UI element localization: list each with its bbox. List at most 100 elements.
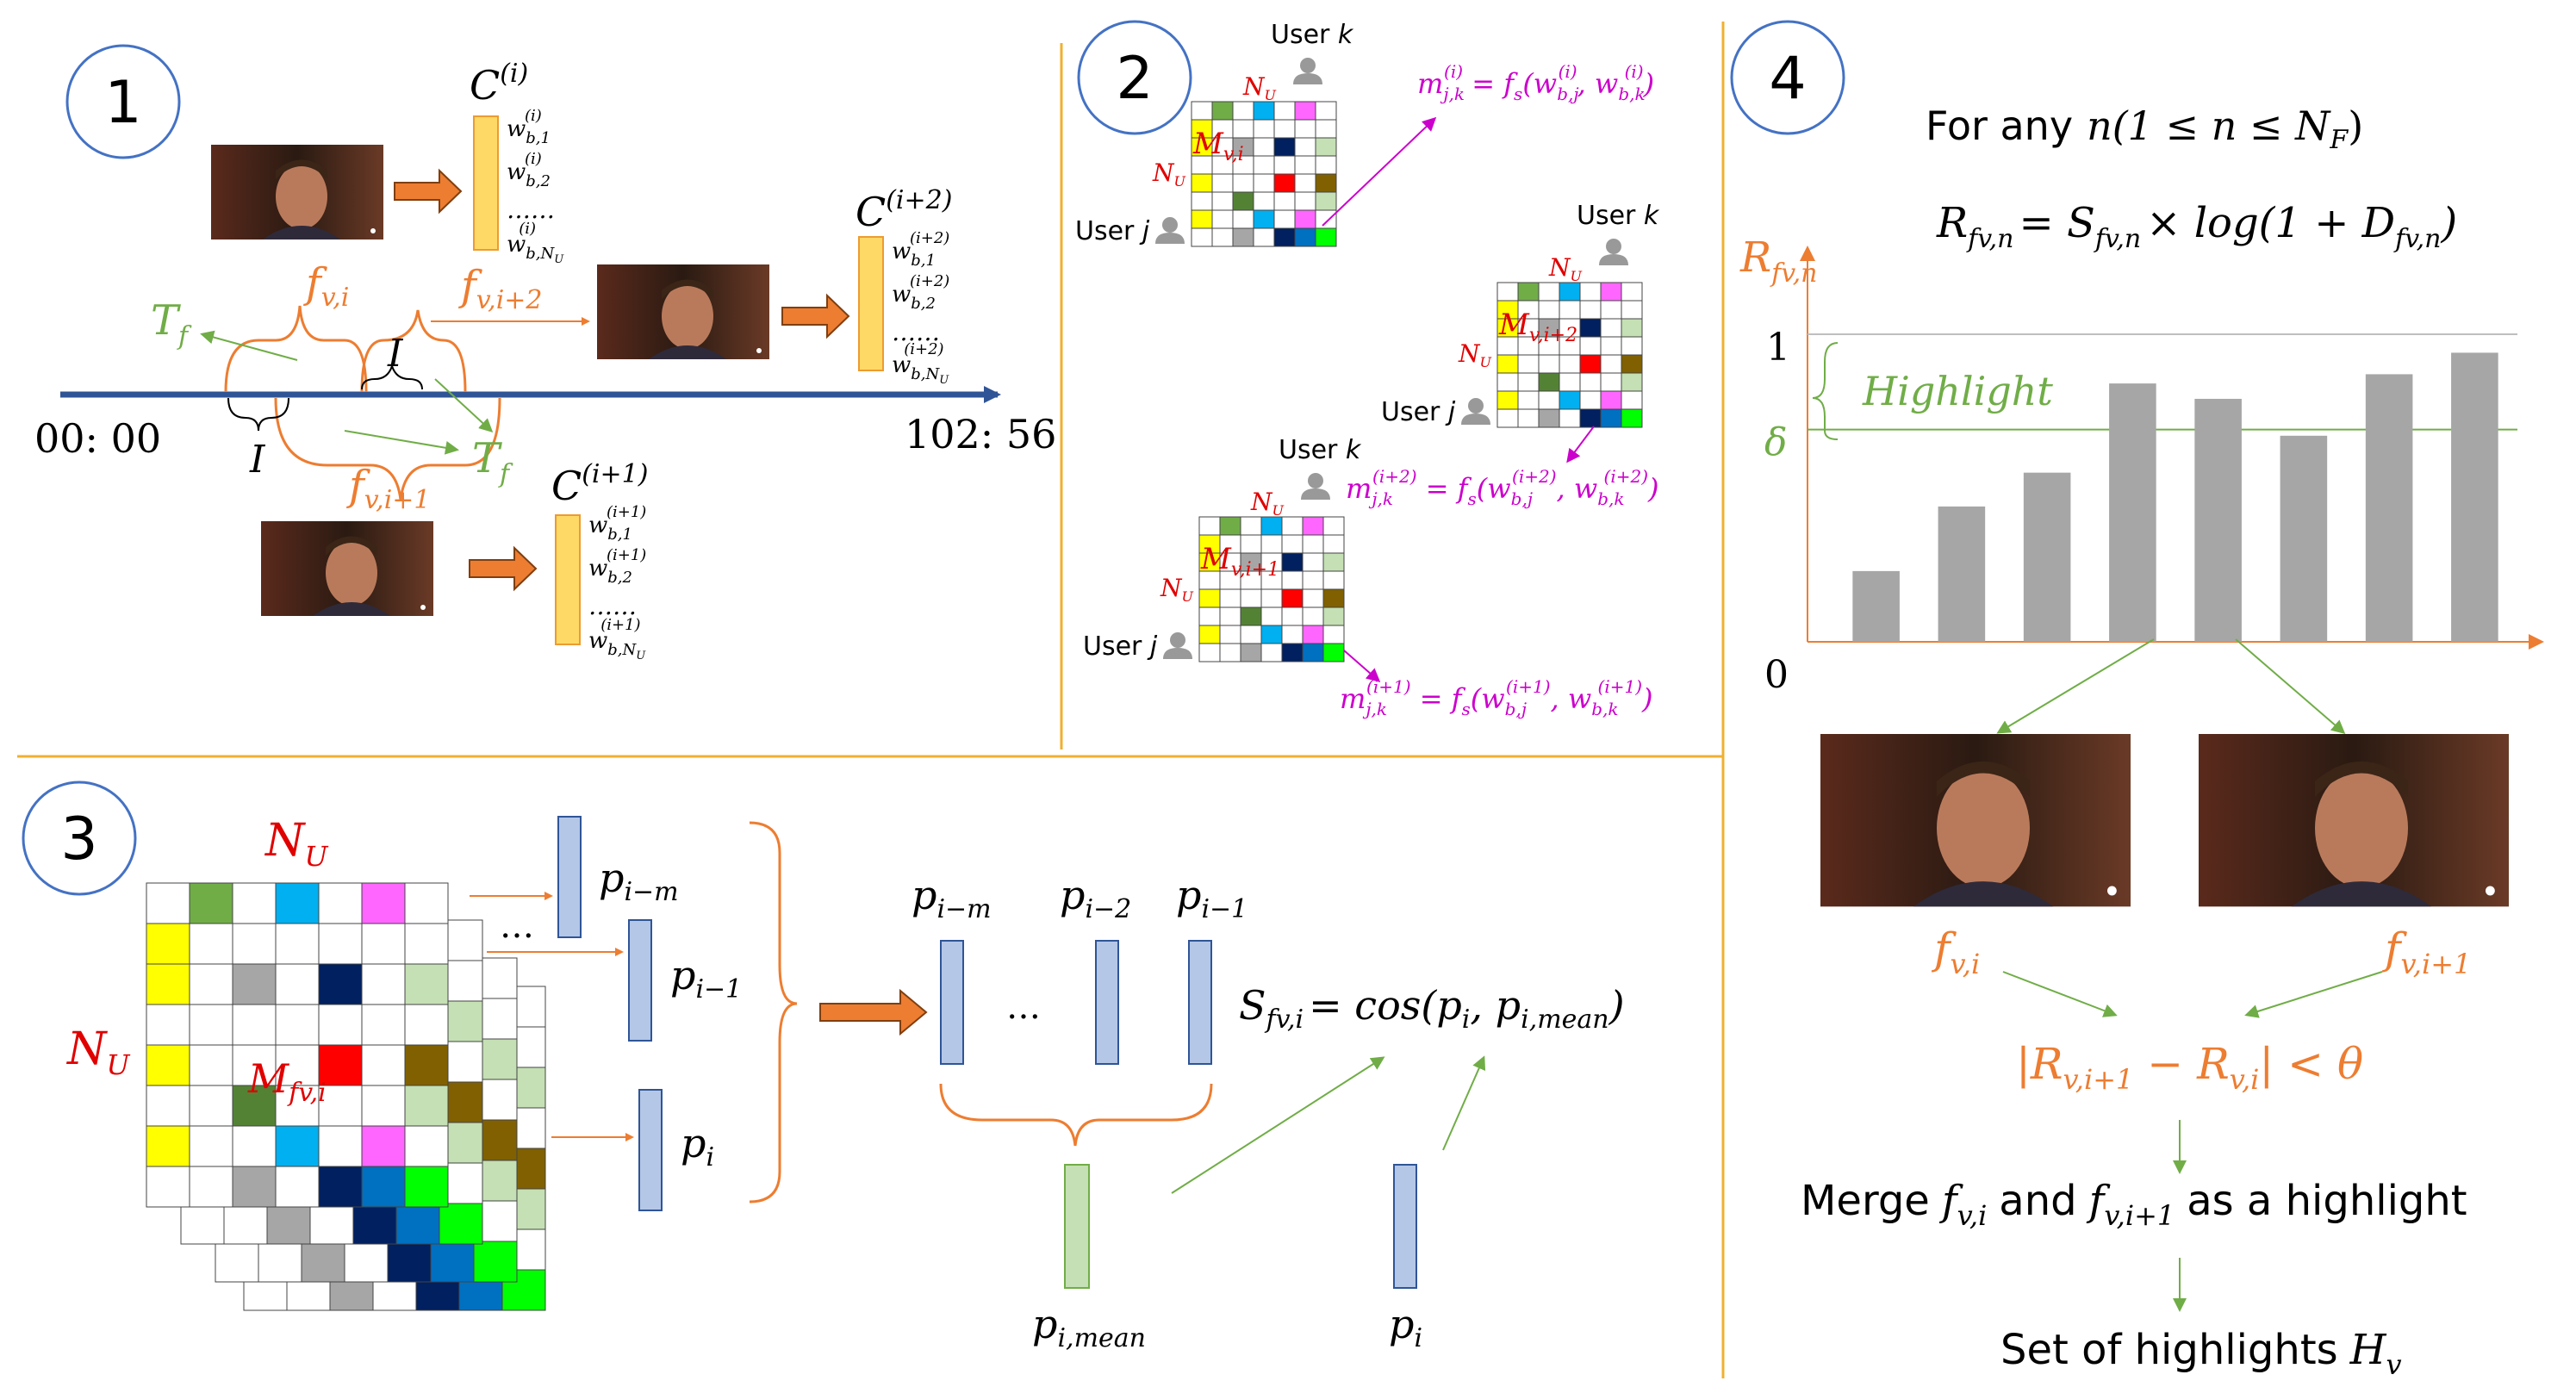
vector-p-i-left bbox=[638, 1089, 663, 1211]
highlight-brace bbox=[1812, 342, 1839, 440]
label-fvi-p4: fv,i bbox=[1931, 924, 1980, 980]
column-vector-i2 bbox=[858, 236, 884, 371]
chart-bar bbox=[1852, 570, 1900, 642]
chart-y-label: Rfv,n bbox=[1739, 233, 1818, 289]
bar-chart bbox=[1800, 246, 2544, 650]
arrow-Tf-lower bbox=[344, 430, 459, 455]
svg-text:wb,NU(i+2): wb,NU(i+2) bbox=[892, 340, 949, 387]
label-p-i-2-right: pi−2 bbox=[1060, 872, 1131, 924]
vector-p-i-1-left bbox=[628, 919, 652, 1042]
label-fvi2: fv,i+2 bbox=[458, 262, 543, 315]
svg-text:wb,1(i+1): wb,1(i+1) bbox=[588, 503, 646, 544]
vector-p-i-2-right bbox=[1095, 940, 1119, 1065]
brace-mean bbox=[939, 1083, 1213, 1147]
column-vector-i bbox=[473, 115, 499, 251]
svg-text:……: …… bbox=[588, 592, 637, 620]
orange-arrow-3 bbox=[469, 545, 538, 592]
svg-text:1: 1 bbox=[104, 69, 141, 137]
panel-3-pooling: NU NU Mfv,i … pi−m pi−1 pi pi−m pi−2 pi−… bbox=[65, 815, 1625, 1353]
tick-0: 0 bbox=[1764, 653, 1789, 697]
label-I-lower: I bbox=[249, 438, 266, 482]
svg-text:User k: User k bbox=[1271, 20, 1354, 50]
tick-1: 1 bbox=[1766, 326, 1790, 370]
orange-arrow-1 bbox=[394, 168, 463, 215]
label-fvi1-p4: fv,i+1 bbox=[2381, 924, 2471, 980]
svg-text:User j: User j bbox=[1083, 631, 1158, 662]
ellipsis-right: … bbox=[1006, 987, 1041, 1027]
tick-delta: δ bbox=[1764, 420, 1788, 464]
svg-text:wb,2(i): wb,2(i) bbox=[507, 150, 551, 190]
chart-bar bbox=[1938, 506, 1986, 642]
matrix-fvi1 bbox=[1198, 516, 1345, 662]
svg-text:Mv,i+1: Mv,i+1 bbox=[1200, 542, 1279, 581]
vector-p-i-1-right bbox=[1188, 940, 1212, 1065]
svg-text:NU: NU bbox=[1458, 339, 1492, 370]
label-Ci: C(i) bbox=[470, 59, 528, 109]
chart-bar bbox=[2023, 472, 2071, 642]
label-p-i-1-left: pi−1 bbox=[670, 952, 742, 1004]
label-fvi: fv,i bbox=[303, 259, 349, 313]
matrix-fvi bbox=[1191, 101, 1337, 247]
svg-text:Mv,i: Mv,i bbox=[1192, 127, 1244, 165]
svg-text:NU: NU bbox=[1152, 159, 1186, 190]
chart-bar bbox=[2109, 383, 2156, 642]
chart-bar bbox=[2194, 398, 2242, 642]
svg-text:wb,1(i): wb,1(i) bbox=[507, 107, 551, 147]
weights-Ci1: wb,1(i+1) wb,2(i+1) …… wb,NU(i+1) bbox=[588, 503, 646, 662]
brace-I-lower bbox=[227, 397, 289, 432]
label-p-i-1-right: pi−1 bbox=[1176, 872, 1248, 924]
frame-image-i1 bbox=[261, 521, 433, 616]
brace-I-upper bbox=[361, 363, 423, 390]
label-p-i-left: pi bbox=[681, 1120, 714, 1172]
label-Tf-lower: Tf bbox=[472, 434, 513, 489]
svg-text:……: …… bbox=[892, 318, 940, 346]
vector-p-i-bottom bbox=[1393, 1164, 1417, 1289]
svg-text:mj,k(i+1) = fs(wb,j(i+1), wb,k: mj,k(i+1) = fs(wb,j(i+1), wb,k(i+1)) bbox=[1340, 676, 1653, 719]
chart-bar bbox=[2451, 352, 2498, 642]
arrow-Tf-upper bbox=[200, 330, 298, 361]
label-I-upper: I bbox=[387, 332, 404, 376]
svg-text:NU: NU bbox=[1242, 72, 1277, 103]
weights-Ci2: wb,1(i+2) wb,2(i+2) …… wb,NU(i+2) bbox=[892, 229, 949, 387]
weights-Ci: wb,1(i) wb,2(i) …… wb,NU(i) bbox=[507, 107, 564, 266]
panel-number-1: 1 bbox=[65, 44, 181, 159]
vector-p-i-m-left bbox=[557, 816, 582, 938]
svg-text:mj,k(i+2) = fs(wb,j(i+2), wb,k: mj,k(i+2) = fs(wb,j(i+2), wb,k(i+2)) bbox=[1346, 466, 1659, 509]
label-Tf-upper: Tf bbox=[151, 296, 192, 351]
svg-text:2: 2 bbox=[1116, 45, 1153, 113]
svg-text:NU: NU bbox=[1160, 574, 1194, 605]
formula-S: Sfv,i= cos(pi, pi,mean) bbox=[1239, 982, 1625, 1035]
chart-bar bbox=[2365, 374, 2413, 642]
svg-text:User j: User j bbox=[1381, 397, 1456, 427]
formula-R: Rfv,n= Sfv,n× log(1 + Dfv,n) bbox=[1936, 199, 2457, 254]
svg-text:wb,2(i+2): wb,2(i+2) bbox=[892, 272, 949, 313]
label-fvi1: fv,i+1 bbox=[346, 462, 431, 515]
condition-text: |Rv,i+1 − Rv,i| < θ bbox=[2016, 1039, 2363, 1096]
svg-text:wb,NU(i): wb,NU(i) bbox=[507, 220, 564, 266]
panel-number-2: 2 bbox=[1077, 20, 1192, 135]
label-p-i-bottom: pi bbox=[1389, 1301, 1422, 1353]
label-p-i-m-left: pi−m bbox=[599, 855, 679, 907]
frame-image-i bbox=[211, 145, 383, 239]
label-Ci1: C(i+1) bbox=[551, 459, 648, 509]
chart-bar bbox=[2280, 435, 2328, 642]
svg-text:3: 3 bbox=[60, 805, 97, 874]
svg-text:User k: User k bbox=[1279, 435, 1362, 465]
frame-image-highlight-2 bbox=[2199, 734, 2509, 907]
panel-number-3: 3 bbox=[22, 781, 137, 896]
svg-text:User j: User j bbox=[1075, 216, 1150, 246]
orange-arrow-2 bbox=[781, 293, 850, 339]
svg-text:mj,k(i) = fs(wb,j(i), wb,k(i)): mj,k(i) = fs(wb,j(i), wb,k(i)) bbox=[1417, 61, 1654, 104]
svg-text:4: 4 bbox=[1769, 45, 1806, 113]
svg-text:wb,1(i+2): wb,1(i+2) bbox=[892, 229, 949, 270]
label-M-p3: Mfv,i bbox=[247, 1055, 327, 1108]
vector-p-i-m-right bbox=[940, 940, 964, 1065]
svg-text:NU: NU bbox=[1250, 488, 1285, 519]
frame-image-i2 bbox=[597, 264, 769, 359]
panel-number-4: 4 bbox=[1730, 20, 1845, 135]
